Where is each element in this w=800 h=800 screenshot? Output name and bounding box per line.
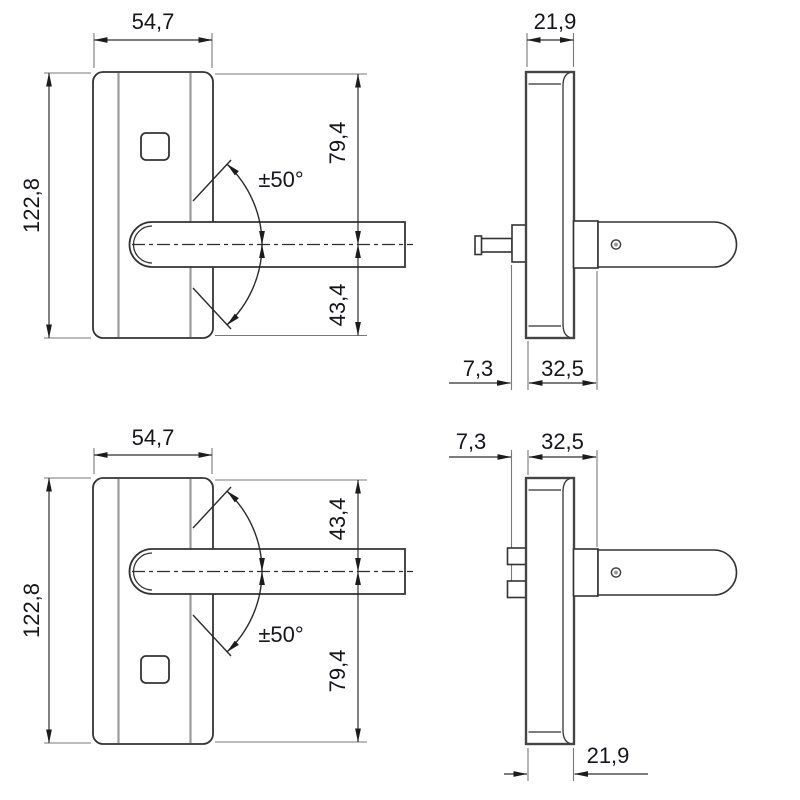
angle-reference-line-upper [192, 159, 232, 202]
dim-width-label: 54,7 [132, 9, 175, 34]
angle-reference-line-lower [192, 287, 232, 330]
angle-arc-upper [226, 490, 265, 572]
dim-below-axis-label: 79,4 [325, 650, 350, 693]
dim-above-axis-label: 43,4 [325, 498, 350, 541]
angle-arc-upper [226, 163, 265, 245]
backplate-profile [524, 70, 576, 340]
spindle-hole-square [140, 132, 170, 161]
angle-arc-lower [226, 244, 265, 326]
angle-reference-line-lower [192, 614, 232, 657]
snap-lug-upper [506, 547, 527, 566]
view-front-bottom: 54,7 122,8 43,4 79,4 ±50° [19, 425, 413, 745]
handle-grip [597, 549, 738, 596]
backplate-outline [92, 71, 214, 339]
handle-neck [572, 548, 599, 597]
dim-above-axis-label: 79,4 [325, 122, 350, 165]
view-side-top: 21,9 7,3 32,5 [449, 9, 738, 390]
angle-reference-line-upper [192, 486, 232, 529]
spindle-tip [474, 235, 483, 256]
view-side-bottom: 7,3 32,5 21,9 [449, 429, 738, 781]
spindle [480, 237, 513, 253]
view-front-top: 54,7 122,8 79,4 43,4 ±50° [19, 9, 413, 339]
dim-backset-label: 7,3 [463, 356, 494, 381]
handle-neck [572, 220, 599, 269]
snap-lug-lower [506, 580, 527, 599]
grub-screw-hole-center [614, 242, 618, 247]
dim-backset-label: 7,3 [456, 429, 487, 454]
swing-angle-label: ±50° [258, 622, 303, 647]
dim-below-axis-label: 43,4 [325, 284, 350, 327]
dim-thickness-label: 21,9 [587, 743, 630, 768]
spindle-hole-square [140, 655, 170, 684]
dim-projection-label: 32,5 [541, 356, 584, 381]
dim-thickness-label: 21,9 [534, 9, 577, 34]
handle-grip [597, 221, 738, 268]
grub-screw-hole-center [614, 570, 618, 575]
backplate-face-curve [562, 72, 570, 338]
dim-width-label: 54,7 [132, 425, 175, 450]
backplate-outline [92, 477, 214, 745]
angle-arc-lower [226, 571, 265, 653]
swing-angle-label: ±50° [258, 167, 303, 192]
dim-height-label: 122,8 [19, 583, 44, 638]
backplate-face-curve [562, 478, 570, 744]
dim-projection-label: 32,5 [541, 429, 584, 454]
backplate-profile [524, 476, 576, 746]
dim-height-label: 122,8 [19, 178, 44, 233]
